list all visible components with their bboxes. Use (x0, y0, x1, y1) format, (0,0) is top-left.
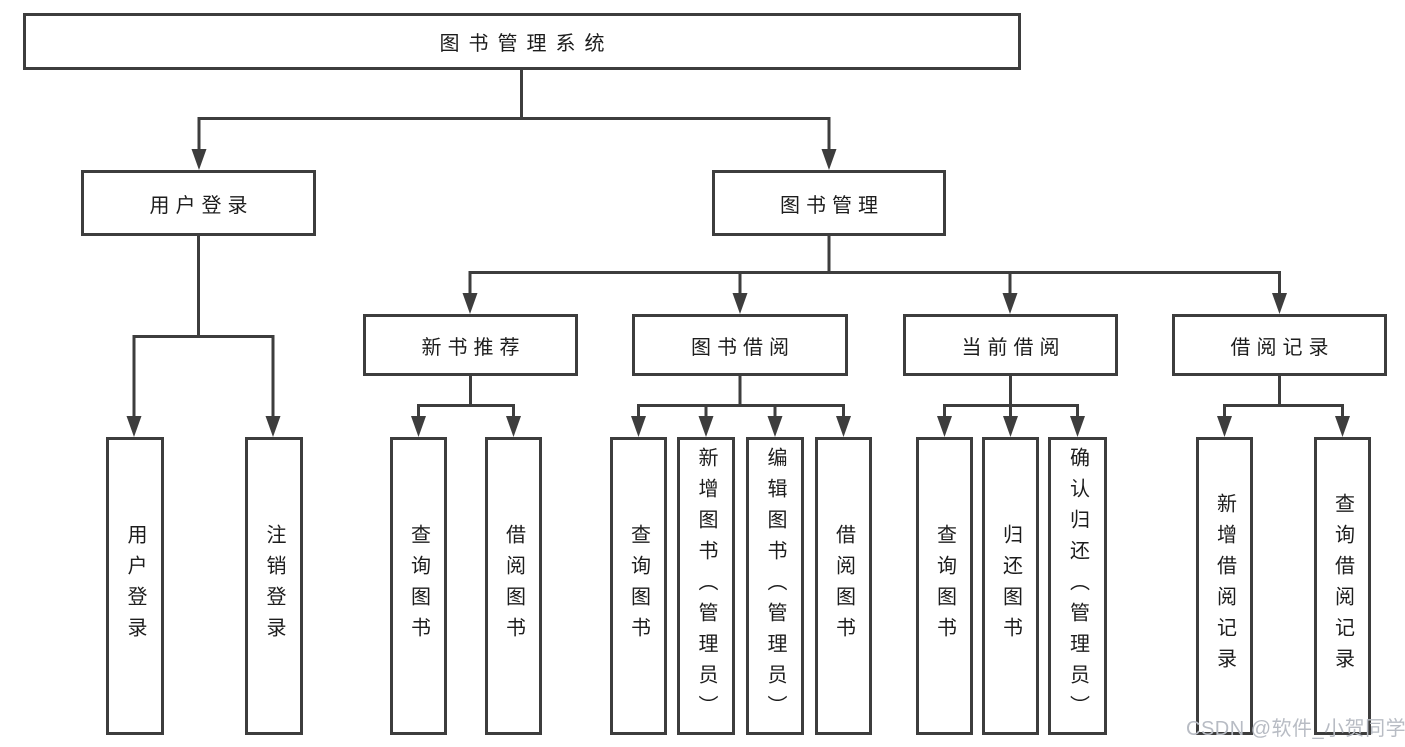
arrow-icon (1335, 416, 1350, 437)
node-borrow-records-label: 借阅记录 (1230, 336, 1335, 359)
node-leaf-logout-login: 注销登录 (245, 437, 303, 735)
node-leaf-query-books-borrow-label: 查询图书 (627, 524, 650, 648)
arrow-icon (1002, 293, 1018, 314)
node-leaf-borrow-books-recommend: 借阅图书 (485, 437, 542, 735)
node-leaf-query-books-recommend-label: 查询图书 (407, 524, 430, 648)
node-root-label: 图书管理系统 (439, 33, 614, 55)
node-root: 图书管理系统 (23, 13, 1021, 70)
node-leaf-add-borrow-record: 新增借阅记录 (1196, 437, 1253, 735)
arrow-icon (411, 416, 426, 437)
node-user-login-label: 用户登录 (149, 194, 254, 217)
edge-book-borrow-branch (637, 376, 845, 419)
node-leaf-query-books-current-label: 查询图书 (933, 524, 956, 648)
edge-user-login-branch (132, 236, 275, 419)
node-leaf-return-books: 归还图书 (982, 437, 1039, 735)
arrow-icon (1070, 416, 1085, 437)
arrow-icon (767, 416, 783, 437)
node-current-borrow-label: 当前借阅 (961, 336, 1066, 359)
arrow-icon (1272, 293, 1287, 314)
node-book-borrow: 图书借阅 (632, 314, 848, 376)
node-leaf-confirm-return-admin: 确认归还（管理员） (1048, 437, 1107, 735)
node-current-borrow: 当前借阅 (903, 314, 1118, 376)
edge-current-borrow-branch (943, 376, 1079, 419)
arrow-icon (265, 416, 281, 437)
node-leaf-user-login-label: 用户登录 (124, 524, 146, 648)
node-leaf-confirm-return-admin-label: 确认归还（管理员） (1066, 446, 1089, 726)
arrow-icon (821, 149, 837, 170)
arrow-icon (506, 416, 521, 437)
node-book-management: 图书管理 (712, 170, 946, 236)
node-leaf-query-books-recommend: 查询图书 (390, 437, 447, 735)
arrow-icon (937, 416, 952, 437)
node-leaf-query-borrow-record: 查询借阅记录 (1314, 437, 1371, 735)
arrow-icon (698, 416, 714, 437)
node-leaf-add-books-admin-label: 新增图书（管理员） (695, 446, 717, 726)
node-new-book-recommend-label: 新书推荐 (421, 336, 526, 359)
arrow-icon (1217, 416, 1232, 437)
node-leaf-query-books-borrow: 查询图书 (610, 437, 667, 735)
node-new-book-recommend: 新书推荐 (363, 314, 578, 376)
connector-paths (132, 70, 1344, 419)
edge-book-mgmt-branch (468, 236, 1281, 296)
arrow-icon (1003, 416, 1018, 437)
node-leaf-edit-books-admin-label: 编辑图书（管理员） (764, 446, 786, 726)
node-leaf-edit-books-admin: 编辑图书（管理员） (746, 437, 804, 735)
edge-borrow-records-branch (1223, 376, 1344, 419)
node-leaf-return-books-label: 归还图书 (999, 524, 1022, 648)
node-user-login: 用户登录 (81, 170, 316, 236)
arrow-icon (462, 293, 478, 314)
arrow-icon (631, 416, 646, 437)
watermark: CSDN @软件_小贺同学 (1186, 718, 1405, 740)
arrow-icon (126, 416, 142, 437)
node-leaf-borrow-books: 借阅图书 (815, 437, 872, 735)
edge-new-book-rec-branch (417, 376, 515, 419)
node-leaf-user-login: 用户登录 (106, 437, 164, 735)
node-leaf-borrow-books-recommend-label: 借阅图书 (502, 524, 525, 648)
arrowheads (126, 149, 1350, 437)
node-leaf-query-books-current: 查询图书 (916, 437, 973, 735)
arrow-icon (191, 149, 207, 170)
node-book-management-label: 图书管理 (780, 194, 884, 217)
node-book-borrow-label: 图书借阅 (691, 336, 795, 359)
edge-root-branch (197, 70, 831, 152)
node-leaf-borrow-books-label: 借阅图书 (832, 524, 855, 648)
node-leaf-add-books-admin: 新增图书（管理员） (677, 437, 735, 735)
node-borrow-records: 借阅记录 (1172, 314, 1387, 376)
node-leaf-logout-login-label: 注销登录 (263, 524, 285, 648)
arrow-icon (732, 293, 748, 314)
arrow-icon (836, 416, 851, 437)
node-leaf-query-borrow-record-label: 查询借阅记录 (1331, 493, 1354, 679)
node-leaf-add-borrow-record-label: 新增借阅记录 (1213, 493, 1236, 679)
